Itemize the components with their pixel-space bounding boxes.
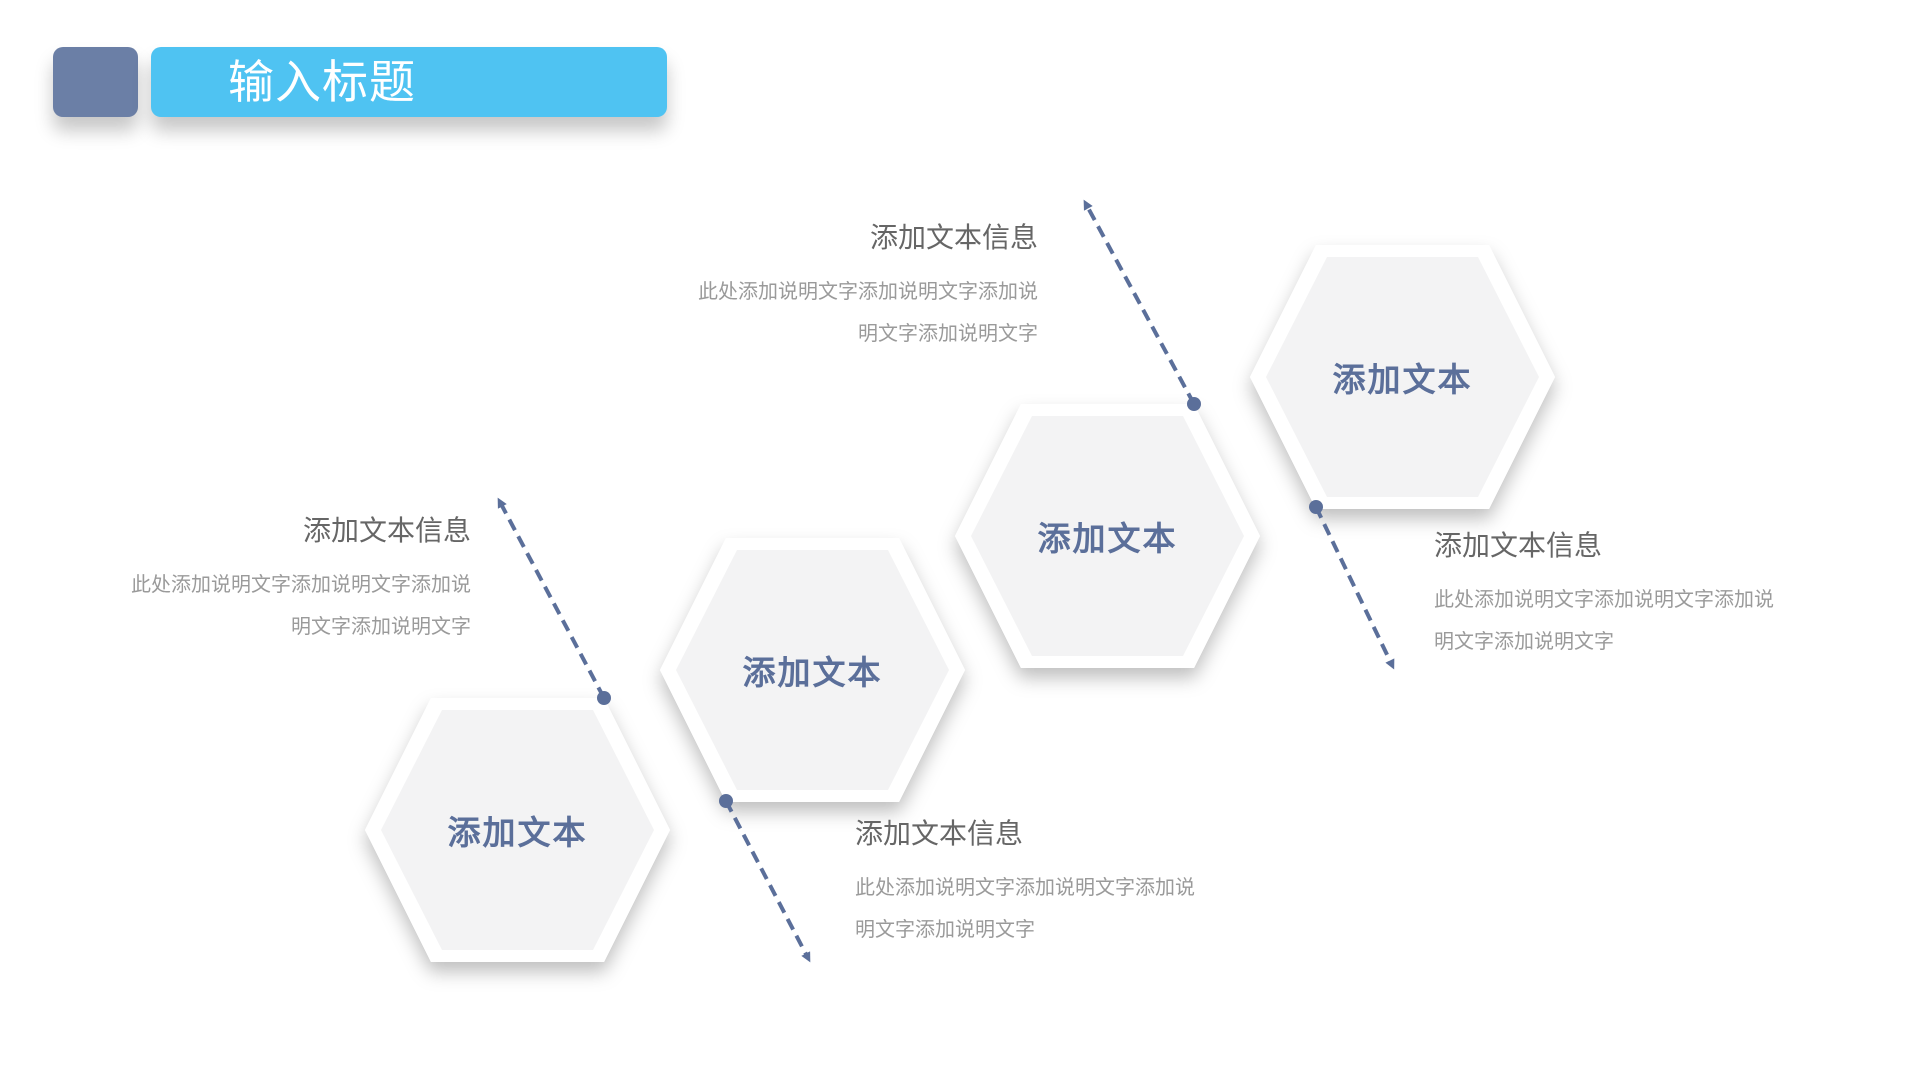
- info-body-line-1[interactable]: 此处添加说明文字添加说明文字添加说: [855, 875, 1195, 899]
- hexagon-shape: [1250, 245, 1555, 509]
- info-body-line-2[interactable]: 明文字添加说明文字: [855, 917, 1035, 941]
- info-body-line-2[interactable]: 明文字添加说明文字: [858, 321, 1038, 345]
- hexagon-step-3[interactable]: 添加文本: [955, 404, 1260, 668]
- hexagon-label: 添加文本: [447, 813, 588, 852]
- arrow-up-step-3: [1083, 199, 1201, 411]
- title-bar: [151, 47, 667, 117]
- title-accent-square: [53, 47, 138, 117]
- hexagon-step-1[interactable]: 添加文本: [365, 698, 670, 962]
- info-body-line-1[interactable]: 此处添加说明文字添加说明文字添加说: [698, 279, 1038, 303]
- hexagon-shape: [365, 698, 670, 962]
- info-body-line-2[interactable]: 明文字添加说明文字: [291, 614, 471, 638]
- hexagon-step-4[interactable]: 添加文本: [1250, 245, 1555, 509]
- hexagon-shape: [660, 538, 965, 802]
- hexagon-label: 添加文本: [1332, 360, 1473, 399]
- info-heading[interactable]: 添加文本信息: [302, 514, 471, 547]
- info-block-2: 添加文本信息 此处添加说明文字添加说明文字添加说 明文字添加说明文字: [855, 814, 1195, 950]
- info-block-4: 添加文本信息 此处添加说明文字添加说明文字添加说 明文字添加说明文字: [1434, 526, 1774, 662]
- arrow-down-step-4: [1309, 500, 1395, 670]
- hexagon-label: 添加文本: [1037, 519, 1178, 558]
- info-block-3: 添加文本信息 此处添加说明文字添加说明文字添加说 明文字添加说明文字: [698, 218, 1038, 354]
- info-heading[interactable]: 添加文本信息: [1434, 529, 1603, 562]
- hexagon-shape: [955, 404, 1260, 668]
- info-block-1: 添加文本信息 此处添加说明文字添加说明文字添加说 明文字添加说明文字: [131, 511, 471, 647]
- info-body-line-2[interactable]: 明文字添加说明文字: [1434, 629, 1614, 653]
- info-heading[interactable]: 添加文本信息: [855, 817, 1024, 850]
- page-title[interactable]: 输入标题: [228, 55, 416, 109]
- info-body-line-1[interactable]: 此处添加说明文字添加说明文字添加说: [131, 572, 471, 596]
- info-heading[interactable]: 添加文本信息: [869, 221, 1038, 254]
- arrow-up-step-1: [497, 497, 611, 705]
- hexagon-step-2[interactable]: 添加文本: [660, 538, 965, 802]
- info-body-line-1[interactable]: 此处添加说明文字添加说明文字添加说: [1434, 587, 1774, 611]
- arrow-down-step-2: [719, 794, 811, 963]
- hexagon-label: 添加文本: [742, 653, 883, 692]
